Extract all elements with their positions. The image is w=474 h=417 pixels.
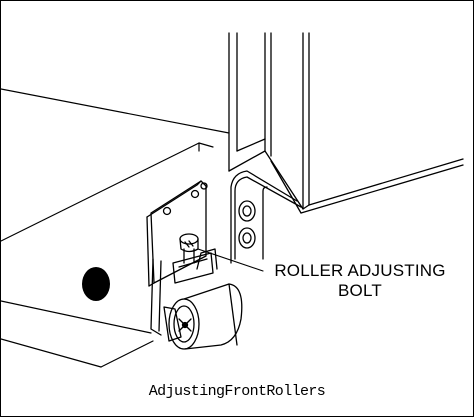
cabinet-body (1, 88, 230, 368)
callout-line-1: ROLLER ADJUSTING (274, 261, 446, 280)
roller-adjusting-bolt-callout: ROLLER ADJUSTING BOLT (249, 261, 471, 301)
callout-line-2: BOLT (338, 281, 382, 300)
cabinet-hole (82, 267, 110, 301)
caster-wheel (163, 283, 243, 350)
caster-plate (146, 180, 208, 287)
cabinet-door (228, 32, 464, 214)
door-bracket (230, 170, 302, 264)
callout-leader-line (197, 248, 264, 272)
caster-fork (150, 248, 218, 336)
adjusting-bolt (172, 233, 214, 284)
figure-caption: AdjustingFrontRollers (148, 383, 326, 400)
